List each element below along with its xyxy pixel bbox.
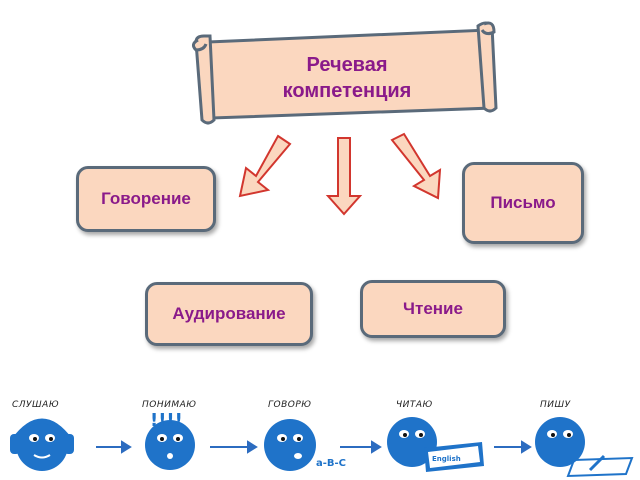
strip-label-listen: СЛУШАЮ (12, 400, 60, 410)
banner-title-line-1: Речевая (306, 54, 388, 76)
face-speaking-icon (264, 419, 316, 471)
face-listening-icon (10, 418, 74, 471)
face-writing-icon (535, 417, 634, 478)
skill-label-speaking: Говорение (101, 189, 191, 208)
strip-label-write: ПИШУ (540, 400, 571, 410)
strip-label-speak: ГОВОРЮ (268, 400, 312, 410)
strip-label-understand: ПОНИМАЮ (142, 400, 197, 410)
banner-title: Речевая компетенция (222, 52, 472, 104)
arrow-to-center (325, 137, 363, 216)
abc-letters: a-B-C (316, 458, 346, 469)
skill-box-listening: Аудирование (145, 282, 313, 346)
face-reading-icon (387, 417, 484, 472)
skill-box-speaking: Говорение (76, 166, 216, 232)
arrow-to-writing (390, 132, 442, 200)
book-label: English (432, 455, 461, 463)
skill-label-writing: Письмо (490, 193, 556, 212)
skill-box-reading: Чтение (360, 280, 506, 338)
arrow-to-speaking (238, 134, 292, 198)
strip-label-read: ЧИТАЮ (396, 400, 433, 410)
skill-label-reading: Чтение (403, 299, 463, 318)
exclaim-marks: !!!! (150, 410, 183, 431)
strip-arrows (96, 440, 532, 454)
skill-label-listening: Аудирование (172, 304, 286, 323)
scroll-banner-shape-group (191, 21, 498, 125)
banner-title-line-2: компетенция (282, 80, 412, 102)
skill-box-writing: Письмо (462, 162, 584, 244)
face-understanding-icon (145, 420, 195, 470)
